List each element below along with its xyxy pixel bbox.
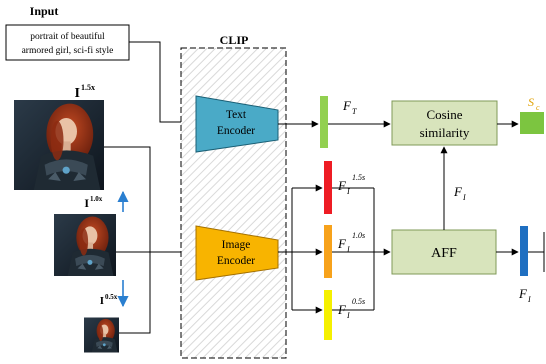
text-encoder [195,95,279,153]
cosine-similarity-module [391,100,498,146]
image-encoder-label-2: Encoder [217,255,255,267]
text-encoder-label-2: Encoder [217,125,255,137]
aff-label: AFF [431,246,457,261]
fused-label-sub: I [462,193,466,202]
text-feature-bar [320,96,328,148]
image-1-5x-connector [104,146,151,252]
portrait-image-1-0x [54,214,116,276]
ft-label-base: F [342,98,352,113]
prompt-to-text-encoder-arrow [129,41,201,126]
f-1-0s-sub: I [346,245,350,254]
prompt-line-2: armored girl, sci-fi style [22,45,114,56]
feature-bar-1-5s [324,161,332,214]
f-1-5s-base: F [337,178,347,193]
image-label-2-base: I [84,196,89,210]
score-box [520,112,544,134]
image-label-3-sup: 0.5x [105,293,118,301]
clip-heading: CLIP [220,33,249,47]
clip-container [180,47,287,359]
output-label-sub: I [527,295,531,304]
score-label-sub: c [536,103,540,112]
f-1-5s-sup: 1.5s [352,173,365,182]
text-encoder-label-1: Text [226,109,247,121]
f-1-0s-base: F [337,236,347,251]
ft-label-sub: T [352,107,357,116]
fused-label-base: F [453,184,463,199]
image-label-1-base: I [75,86,80,101]
cosine-label-1: Cosine [426,107,462,122]
f-0-5s-sub: I [346,311,350,320]
portrait-image-1-5x [14,100,104,190]
cosine-label-2: similarity [420,125,470,140]
f-1-0s-sup: 1.0s [352,231,365,240]
f-0-5s-sup: 0.5s [352,297,365,306]
prompt-box [5,24,130,61]
feature-bar-0-5s [324,290,332,340]
image-label-3-base: I [100,295,104,307]
prompt-line-1: portrait of beautiful [30,31,105,42]
image-encoder-label-1: Image [222,239,251,251]
output-label-base: F [518,286,528,301]
score-label-base: S [528,95,534,109]
input-heading: Input [30,4,59,18]
f-1-5s-sub: I [346,187,350,196]
portrait-image-0-5x [84,317,119,353]
image-label-1-sup: 1.5x [81,83,95,92]
image-0-5x-connector [119,252,151,334]
output-feature-bar [520,226,528,276]
image-encoder [195,225,279,281]
feature-bar-1-0s [324,225,332,278]
image-label-2-sup: 1.0x [90,195,103,203]
